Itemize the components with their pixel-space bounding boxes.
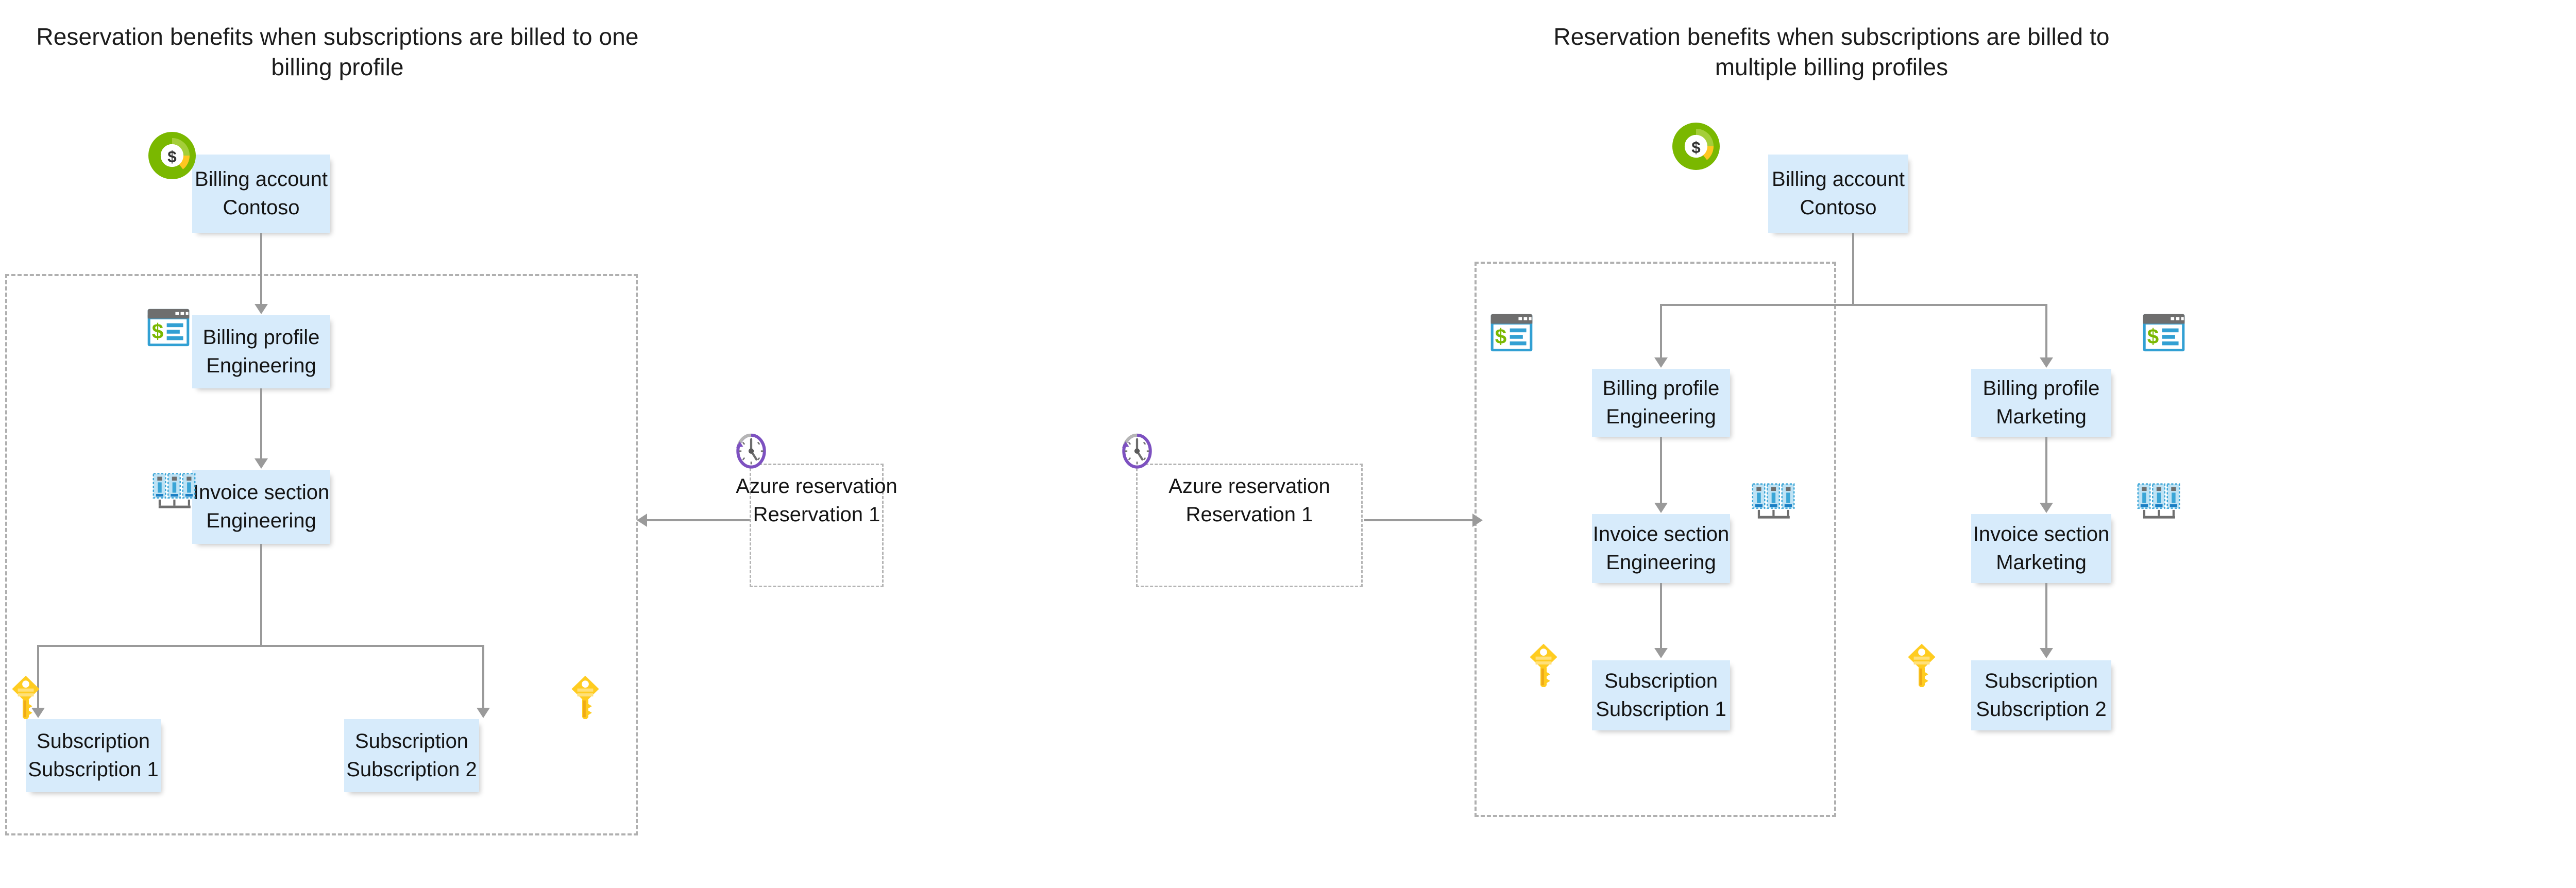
right-subscription-1-node[interactable]: Subscription Subscription 1 (1592, 660, 1730, 730)
left-invoice-section-name: Engineering (206, 509, 316, 532)
right-billing-account-node[interactable]: Billing account Contoso (1768, 155, 1908, 233)
invoice-section-icon (1752, 483, 1795, 520)
svg-text:$: $ (2147, 325, 2159, 348)
key-icon (1906, 643, 1937, 687)
right-reservation-arrow-line (1364, 519, 1473, 521)
left-billing-account-name: Contoso (223, 196, 300, 219)
left-arrow-to-subscription-2 (477, 708, 490, 718)
left-billing-account-node[interactable]: Billing account Contoso (192, 155, 330, 233)
right-billing-profile-marketing-node[interactable]: Billing profile Marketing (1971, 369, 2111, 437)
invoice-section-icon (152, 473, 196, 510)
svg-text:$: $ (167, 148, 176, 166)
right-subscription-2-kind: Subscription (1984, 669, 2098, 692)
left-connector-invoice-to-fork (260, 544, 262, 647)
left-connector-profile-to-invoice (260, 388, 262, 460)
left-fork-branch-left (37, 645, 39, 710)
clock-icon (1121, 432, 1153, 469)
left-arrow-account-to-profile (255, 304, 268, 314)
right-arrow-invoice-marketing (2040, 503, 2053, 513)
left-reservation-arrow-line (647, 519, 750, 521)
right-subscription-1-kind: Subscription (1604, 669, 1718, 692)
billing-account-icon: $ (148, 132, 196, 179)
right-connector-invoice-mkt-to-subscription (2045, 583, 2047, 650)
right-billing-account-name: Contoso (1800, 196, 1877, 219)
billing-profile-icon: $ (1490, 313, 1533, 352)
right-reservation-kind: Azure reservation (1168, 475, 1330, 498)
left-reservation-node[interactable]: Azure reservation Reservation 1 (736, 464, 897, 587)
right-arrow-to-billing-profile-marketing (2040, 357, 2053, 368)
right-reservation-arrowhead (1472, 514, 1483, 527)
right-invoice-section-engineering-kind: Invoice section (1592, 522, 1730, 545)
svg-text:$: $ (1495, 325, 1506, 348)
left-reservation-name: Reservation 1 (753, 503, 880, 526)
right-connector-profile-mkt-to-invoice (2045, 437, 2047, 505)
right-fork-horizontal (1660, 304, 2047, 306)
right-billing-profile-engineering-name: Engineering (1606, 405, 1716, 428)
right-billing-profile-scope (1475, 262, 1836, 817)
key-icon (10, 675, 41, 719)
right-invoice-section-marketing-name: Marketing (1996, 551, 2087, 574)
right-connector-account-to-fork (1852, 233, 1854, 306)
right-subscription-2-node[interactable]: Subscription Subscription 2 (1971, 660, 2111, 730)
billing-profile-icon: $ (2142, 313, 2185, 352)
right-reservation-node[interactable]: Azure reservation Reservation 1 (1136, 464, 1363, 587)
right-subscription-2-name: Subscription 2 (1976, 698, 2107, 721)
right-invoice-section-engineering-name: Engineering (1606, 551, 1716, 574)
left-arrow-profile-to-invoice (255, 458, 268, 469)
left-reservation-kind: Azure reservation (736, 475, 897, 498)
right-billing-account-kind: Billing account (1772, 167, 1905, 191)
left-fork-horizontal (37, 645, 484, 647)
left-invoice-section-node[interactable]: Invoice section Engineering (192, 470, 330, 544)
right-arrow-subscription-1 (1654, 648, 1668, 658)
left-arrow-to-subscription-1 (31, 708, 45, 718)
billing-account-icon: $ (1672, 123, 1720, 170)
left-billing-profile-scope (5, 274, 638, 835)
right-invoice-section-engineering-node[interactable]: Invoice section Engineering (1592, 514, 1730, 583)
left-billing-account-kind: Billing account (195, 167, 328, 191)
right-invoice-section-marketing-kind: Invoice section (1973, 522, 2110, 545)
right-arrow-to-billing-profile-engineering (1654, 357, 1668, 368)
invoice-section-icon (2137, 483, 2180, 520)
right-subscription-1-name: Subscription 1 (1596, 698, 1726, 721)
clock-icon (735, 432, 767, 469)
key-icon (1528, 643, 1559, 687)
right-fork-branch-engineering (1660, 304, 1662, 360)
left-subscription-2-node[interactable]: Subscription Subscription 2 (344, 719, 479, 792)
left-billing-profile-name: Engineering (206, 354, 316, 377)
svg-text:$: $ (152, 319, 163, 343)
right-arrow-invoice-engineering (1654, 503, 1668, 513)
left-subscription-1-name: Subscription 1 (28, 758, 159, 781)
left-fork-branch-right (482, 645, 484, 710)
left-invoice-section-kind: Invoice section (193, 481, 330, 504)
right-billing-profile-engineering-kind: Billing profile (1602, 377, 1720, 400)
billing-profile-icon: $ (147, 308, 190, 347)
right-arrow-subscription-2 (2040, 648, 2053, 658)
key-icon (570, 675, 601, 719)
right-reservation-name: Reservation 1 (1185, 503, 1313, 526)
left-billing-profile-node[interactable]: Billing profile Engineering (192, 315, 330, 388)
left-subscription-2-kind: Subscription (354, 729, 469, 753)
left-reservation-arrowhead (637, 514, 647, 527)
right-invoice-section-marketing-node[interactable]: Invoice section Marketing (1971, 514, 2111, 583)
right-connector-profile-eng-to-invoice (1660, 437, 1662, 505)
right-billing-profile-engineering-node[interactable]: Billing profile Engineering (1592, 369, 1730, 437)
left-subscription-1-kind: Subscription (36, 729, 150, 753)
right-billing-profile-marketing-kind: Billing profile (1982, 377, 2100, 400)
left-subscription-1-node[interactable]: Subscription Subscription 1 (26, 719, 161, 792)
left-billing-profile-kind: Billing profile (202, 326, 320, 349)
svg-text:$: $ (1691, 139, 1700, 157)
right-diagram-title: Reservation benefits when subscriptions … (1553, 23, 2110, 80)
left-subscription-2-name: Subscription 2 (346, 758, 477, 781)
right-fork-branch-marketing (2045, 304, 2047, 360)
right-billing-profile-marketing-name: Marketing (1996, 405, 2087, 428)
left-connector-account-to-profile (260, 233, 262, 306)
right-connector-invoice-eng-to-subscription (1660, 583, 1662, 650)
left-diagram-title: Reservation benefits when subscriptions … (36, 23, 639, 80)
